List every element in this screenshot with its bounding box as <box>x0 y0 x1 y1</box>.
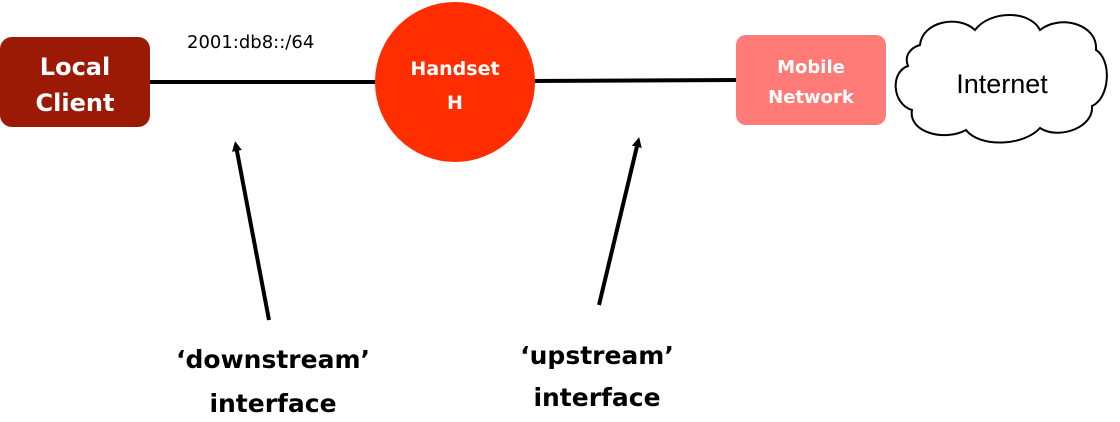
downstream-caption-line1: ‘downstream’ <box>176 345 370 374</box>
mobile-network-label-line2: Network <box>768 87 855 108</box>
local-client-box <box>0 37 150 127</box>
internet-label: Internet <box>956 69 1048 99</box>
mobile-network-node: Mobile Network <box>736 35 886 125</box>
mobile-network-label-line1: Mobile <box>777 57 845 78</box>
link-handset-network <box>529 78 739 83</box>
prefix-label: 2001:db8::/64 <box>187 32 314 53</box>
downstream-caption: ‘downstream’ interface <box>176 345 370 418</box>
mobile-network-box <box>736 35 886 125</box>
internet-cloud-shape <box>894 14 1108 144</box>
local-client-label-line2: Client <box>36 89 115 117</box>
local-client-node: Local Client <box>0 37 150 127</box>
downstream-caption-line2: interface <box>209 389 336 418</box>
handset-label-line2: H <box>447 92 463 114</box>
internet-node: Internet <box>894 14 1108 144</box>
local-client-label-line1: Local <box>40 53 110 81</box>
upstream-arrow <box>597 137 642 306</box>
handset-label-line1: Handset <box>410 58 499 80</box>
handset-node: Handset H <box>375 2 535 162</box>
upstream-caption-line1: ‘upstream’ <box>520 341 674 370</box>
upstream-caption-line2: interface <box>533 383 660 412</box>
downstream-arrow <box>232 141 271 321</box>
handset-circle <box>375 2 535 162</box>
upstream-caption: ‘upstream’ interface <box>520 341 674 412</box>
